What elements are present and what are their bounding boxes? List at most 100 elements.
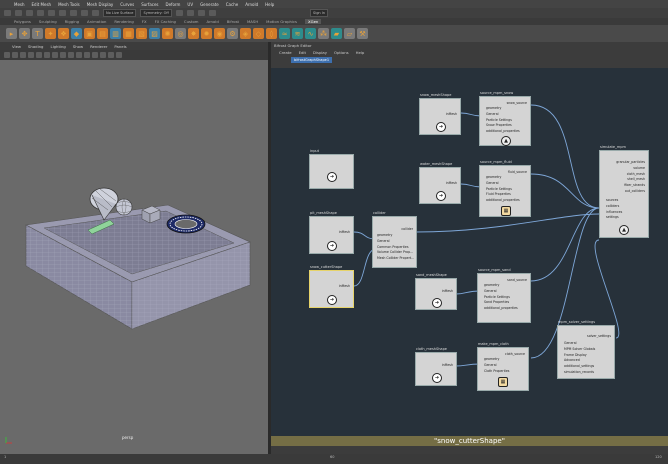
bifrost-foam-patch-icon[interactable]: ≋ [292,28,303,39]
port-label[interactable]: inMesh [338,284,350,288]
isolate-icon[interactable] [100,52,106,58]
text-tool-icon[interactable]: T [32,28,43,39]
port[interactable]: geometry [484,357,500,361]
live-surface-field[interactable]: No Live Surface [103,9,137,17]
snap-curve-icon[interactable] [59,10,66,16]
shelf-tab[interactable]: FX Caching [154,19,176,24]
viewport-menu-shading[interactable]: Shading [28,43,44,49]
select-tool-icon[interactable]: ▸ [6,28,17,39]
new-scene-icon[interactable] [4,10,11,16]
bifrost-options-icon[interactable]: ▱ [344,28,355,39]
port[interactable]: additional_properties [486,198,520,203]
node-source-sand[interactable]: source_mpm_sand sand_source geometry Gen… [477,268,531,323]
node-water-mesh[interactable]: water_meshShape inMesh ➜ [419,162,461,204]
ao-icon[interactable] [92,52,98,58]
port-label[interactable]: fluid_source [507,170,527,174]
node-snow-cutter[interactable]: snow_cutterShape inMesh ➜ [309,265,354,308]
time-slider[interactable]: 1 60 120 [0,454,668,464]
bifrost-cache-icon[interactable]: ◎ [175,28,186,39]
bifrost-ocean-mesh-icon[interactable]: ∿ [305,28,316,39]
port[interactable]: Volume Collider Prop... [377,250,414,255]
shelf-tab[interactable]: Polygons [14,19,31,24]
open-scene-icon[interactable] [15,10,22,16]
port[interactable]: Mesh Collider Propert... [377,256,414,261]
bifrost-guide-icon[interactable]: ▦ [123,28,134,39]
bifrost-mesh-icon[interactable]: ▨ [149,28,160,39]
node-collider[interactable]: collider collider geometry General Commo… [372,211,417,268]
menu-curves[interactable]: Curves [120,1,135,7]
bifrost-graph-icon[interactable]: ◉ [214,28,225,39]
node-input[interactable]: input ➜ [309,149,354,189]
menu-mesh-display[interactable]: Mesh Display [86,1,114,7]
wireframe-icon[interactable] [52,52,58,58]
bifrost-kill-plane-icon[interactable]: ▥ [110,28,121,39]
bifrost-compute-icon[interactable]: ⚙ [227,28,238,39]
port-label[interactable]: collider [401,227,413,231]
port[interactable]: geometry [486,106,502,110]
menu-surfaces[interactable]: Surfaces [141,1,159,7]
port[interactable]: simulation_records [564,369,595,374]
lights-icon[interactable] [76,52,82,58]
port-label[interactable]: inMesh [445,112,457,116]
bifrost-wave-icon[interactable]: ◊ [266,28,277,39]
save-scene-icon[interactable] [26,10,33,16]
port[interactable]: Particle Settings [486,186,512,191]
port[interactable]: General [486,111,499,116]
shelf-tab-active[interactable]: XGen [305,19,322,24]
grid-icon[interactable] [28,52,34,58]
film-gate-icon[interactable] [36,52,42,58]
image-plane-icon[interactable] [20,52,26,58]
bifrost-particles-icon[interactable]: ⁂ [318,28,329,39]
ipr-icon[interactable] [186,10,194,16]
bifrost-liquid-icon[interactable]: ✦ [45,28,56,39]
gamma-icon[interactable] [116,52,122,58]
port[interactable]: General [564,341,577,345]
shelf-tab[interactable]: Rigging [64,19,80,24]
shelf-tab[interactable]: FX [141,19,147,24]
port[interactable]: geometry [486,175,502,179]
menu-help[interactable]: Help [265,1,275,7]
menu-generate[interactable]: Generate [200,1,219,7]
snap-grid-icon[interactable] [48,10,55,16]
port-label[interactable]: inMesh [441,363,453,367]
symmetry-dropdown[interactable]: Symmetry: Off [140,9,172,17]
live-surface-icon[interactable] [92,10,99,16]
panel-divider[interactable] [268,42,271,454]
port-label[interactable]: sand_source [507,278,527,282]
resolution-gate-icon[interactable] [44,52,50,58]
textured-icon[interactable] [68,52,74,58]
bifrost-surface-icon[interactable]: ▰ [331,28,342,39]
port[interactable]: General [377,238,390,243]
camera-icon[interactable] [4,52,10,58]
bifrost-accelerator-icon[interactable]: ▤ [97,28,108,39]
node-simulate-mpm[interactable]: simulate_mpm granular_particles volume c… [599,145,649,238]
shelf-tab[interactable]: Arnold [206,19,219,24]
shelf-tab[interactable]: Bifrost [226,19,240,24]
port[interactable]: additional_properties [486,129,520,134]
render-icon[interactable] [175,10,183,16]
viewport-menu-renderer[interactable]: Renderer [90,43,108,49]
port-label[interactable]: inMesh [441,289,453,293]
perspective-viewport[interactable]: persp [0,60,268,454]
port[interactable]: Snow Properties [486,123,512,128]
snap-point-icon[interactable] [70,10,77,16]
render-settings-icon[interactable] [197,10,205,16]
menu-cache[interactable]: Cache [225,1,239,7]
input-port[interactable]: settings [606,215,619,220]
viewport-menu-panels[interactable]: Panels [114,43,127,49]
ge-menu-create[interactable]: Create [279,50,292,55]
menu-mesh[interactable]: Mesh [14,1,25,7]
port[interactable]: Fluid Properties [486,192,511,197]
port-label[interactable]: cloth_source [504,352,525,356]
bifrost-field-icon[interactable]: ▧ [136,28,147,39]
node-cloth-mesh[interactable]: cloth_meshShape inMesh ➜ [415,347,457,386]
port[interactable]: General [486,180,499,185]
bifrost-ocean-icon[interactable]: ◇ [253,28,264,39]
ge-menu-display[interactable]: Display [312,50,327,55]
port[interactable]: Common Properties [377,244,409,249]
menu-edit-mesh[interactable]: Edit Mesh [31,1,52,7]
port[interactable]: Particle Settings [486,117,512,122]
snap-view-icon[interactable] [81,10,88,16]
port[interactable]: Advanced [564,358,580,363]
port-label[interactable]: inMesh [338,230,350,234]
